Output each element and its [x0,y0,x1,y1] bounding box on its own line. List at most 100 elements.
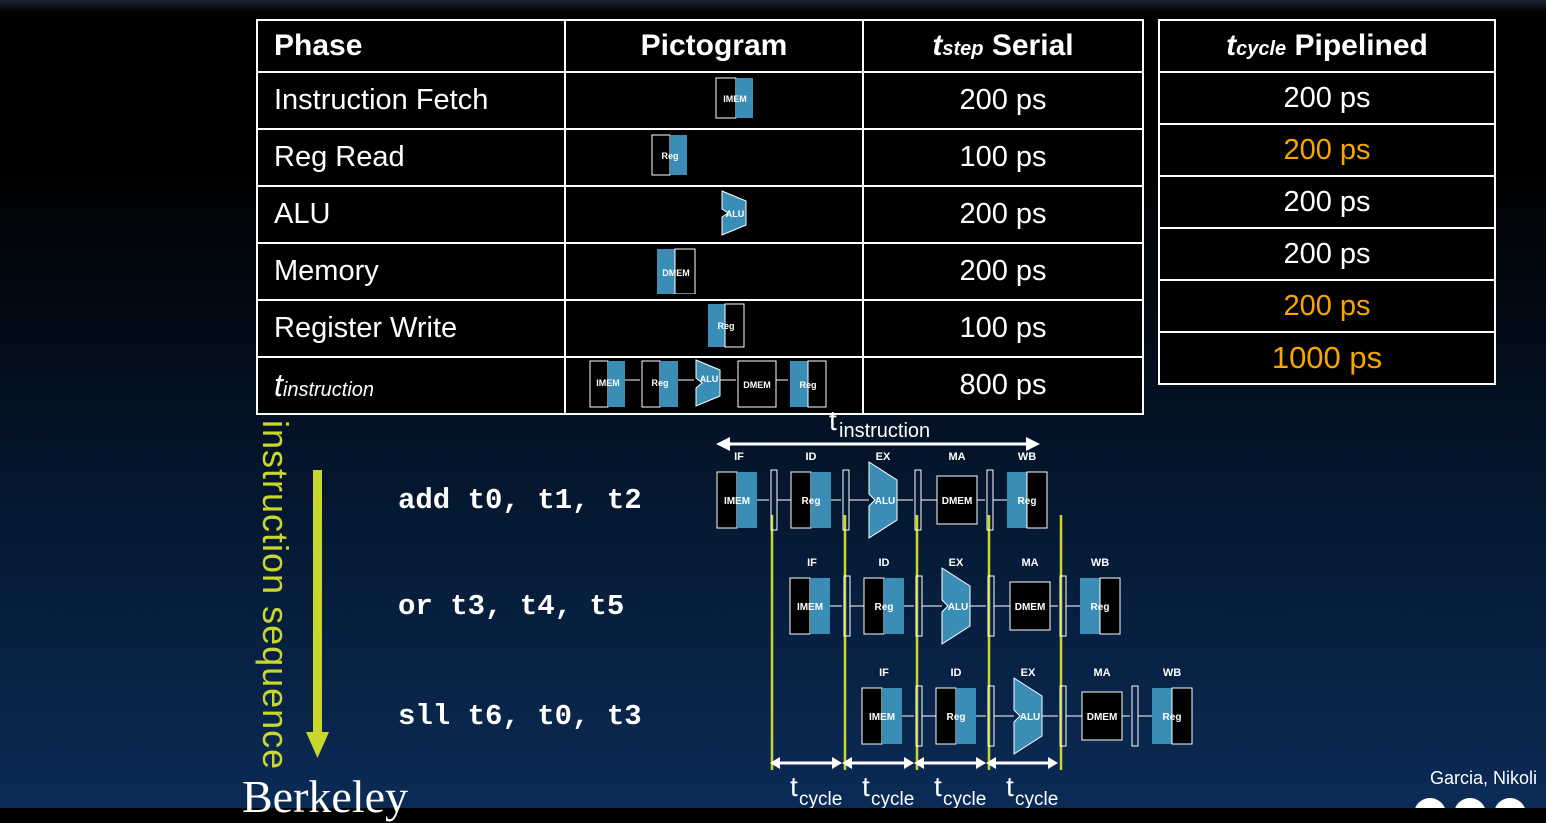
svg-text:instruction: instruction [839,420,930,442]
serial-total-cell: 800 ps [862,356,1144,415]
imem-label: IMEM [724,496,750,507]
reg-label: Reg [875,602,894,613]
imem-block-fill [737,472,757,528]
pipelined-cell: 200 ps [1158,227,1496,281]
svg-text:cycle: cycle [943,789,986,808]
dmem-label: DMEM [942,496,973,507]
stage-label: EX [949,557,964,569]
pipelined-cell: 200 ps [1158,175,1496,229]
alu-label: ALU [726,209,745,219]
reg-pictogram: Reg [651,134,687,176]
instruction-sequence-label: instruction sequence [255,420,296,771]
credit-text: Garcia, Nikoli [1430,768,1538,788]
table-row: Register Write Reg 100 ps [256,299,1144,358]
reg-write-block [1026,471,1048,529]
alu-label: ALU [1020,712,1041,723]
t-instruction-cell: tinstruction [256,356,566,415]
pictogram-cell: DMEM [564,242,864,301]
pipelined-cell: 200 ps [1158,71,1496,125]
svg-text:cycle: cycle [1015,789,1058,808]
instruction-add: add t0, t1, t2 [398,484,642,517]
svg-text:cycle: cycle [871,789,914,808]
pipelined-table: tcycle Pipelined 200 ps 200 ps 200 ps 20… [1158,19,1496,385]
header-phase: Phase [256,19,566,73]
reg-write-block [1171,687,1193,745]
phase-cell: ALU [256,185,566,244]
svg-text:IMEM: IMEM [596,378,620,388]
svg-text:t: t [934,771,942,802]
berkeley-logo: Berkeley [242,771,409,822]
svg-text:DMEM: DMEM [743,380,771,390]
stage-label: MA [1021,557,1038,569]
reg-write-pictogram: Reg [708,303,745,348]
t-instruction-arrow: t instruction [716,405,1040,451]
full-datapath-pictogram: IMEM Reg ALU DMEM Reg [589,359,827,408]
serial-cell: 200 ps [862,185,1144,244]
alu-label: ALU [948,602,969,613]
pipelined-cell-highlight: 200 ps [1158,123,1496,177]
stage-label: IF [807,557,817,569]
reg-label: Reg [1018,496,1037,507]
pipeline-register [1131,685,1139,747]
reg-write-fill [1152,688,1172,744]
sequence-arrow [306,470,329,758]
stage-label: WB [1018,451,1036,463]
stage-label: ID [879,557,890,569]
pictogram-cell: IMEM Reg ALU DMEM Reg [564,356,864,415]
imem-label: IMEM [797,602,823,613]
reg-label: Reg [717,321,734,331]
reg-write-fill [1080,578,1100,634]
dmem-block [1009,581,1051,631]
imem-label: IMEM [723,94,747,104]
stage-label: IF [734,451,744,463]
svg-text:cycle: cycle [799,789,842,808]
alu-label: ALU [875,496,896,507]
imem-label: IMEM [869,712,895,723]
svg-text:t: t [1006,771,1014,802]
reg-write-fill [1007,472,1027,528]
serial-cell: 200 ps [862,242,1144,301]
svg-text:Reg: Reg [651,378,668,388]
dmem-label: DMEM [662,268,690,278]
stage-label: MA [948,451,965,463]
svg-text:t: t [790,771,798,802]
reg-block-fill [956,688,976,744]
reg-label: Reg [802,496,821,507]
svg-text:Reg: Reg [799,380,816,390]
table-row: Reg Read Reg 100 ps [256,128,1144,187]
serial-cell: 100 ps [862,299,1144,358]
svg-text:t: t [862,771,870,802]
svg-text:t: t [829,405,837,436]
alu-block [941,567,971,645]
stage-label: WB [1163,667,1181,679]
stage-label: WB [1091,557,1109,569]
phase-cell: Reg Read [256,128,566,187]
imem-block-fill [810,578,830,634]
dmem-label: DMEM [1015,602,1046,613]
reg-block-fill [811,472,831,528]
phase-cell: Instruction Fetch [256,71,566,130]
dmem-label: DMEM [1087,712,1118,723]
license-icon [1415,798,1525,808]
phase-cell: Register Write [256,299,566,358]
stage-label: IF [879,667,889,679]
instruction-or: or t3, t4, t5 [398,590,625,623]
reg-block-fill [884,578,904,634]
imem-pictogram: IMEM [715,77,753,119]
svg-text:ALU: ALU [700,374,719,384]
pipelined-total-cell: 1000 ps [1158,331,1496,385]
imem-block-fill [882,688,902,744]
reg-label: Reg [1163,712,1182,723]
stage-label: EX [1021,667,1036,679]
pictogram-cell: Reg [564,128,864,187]
reg-write-block [1099,577,1121,635]
header-t-step-serial: tstep Serial [862,19,1144,73]
header-t-cycle-pipelined: tcycle Pipelined [1158,19,1496,73]
alu-block [868,461,898,539]
